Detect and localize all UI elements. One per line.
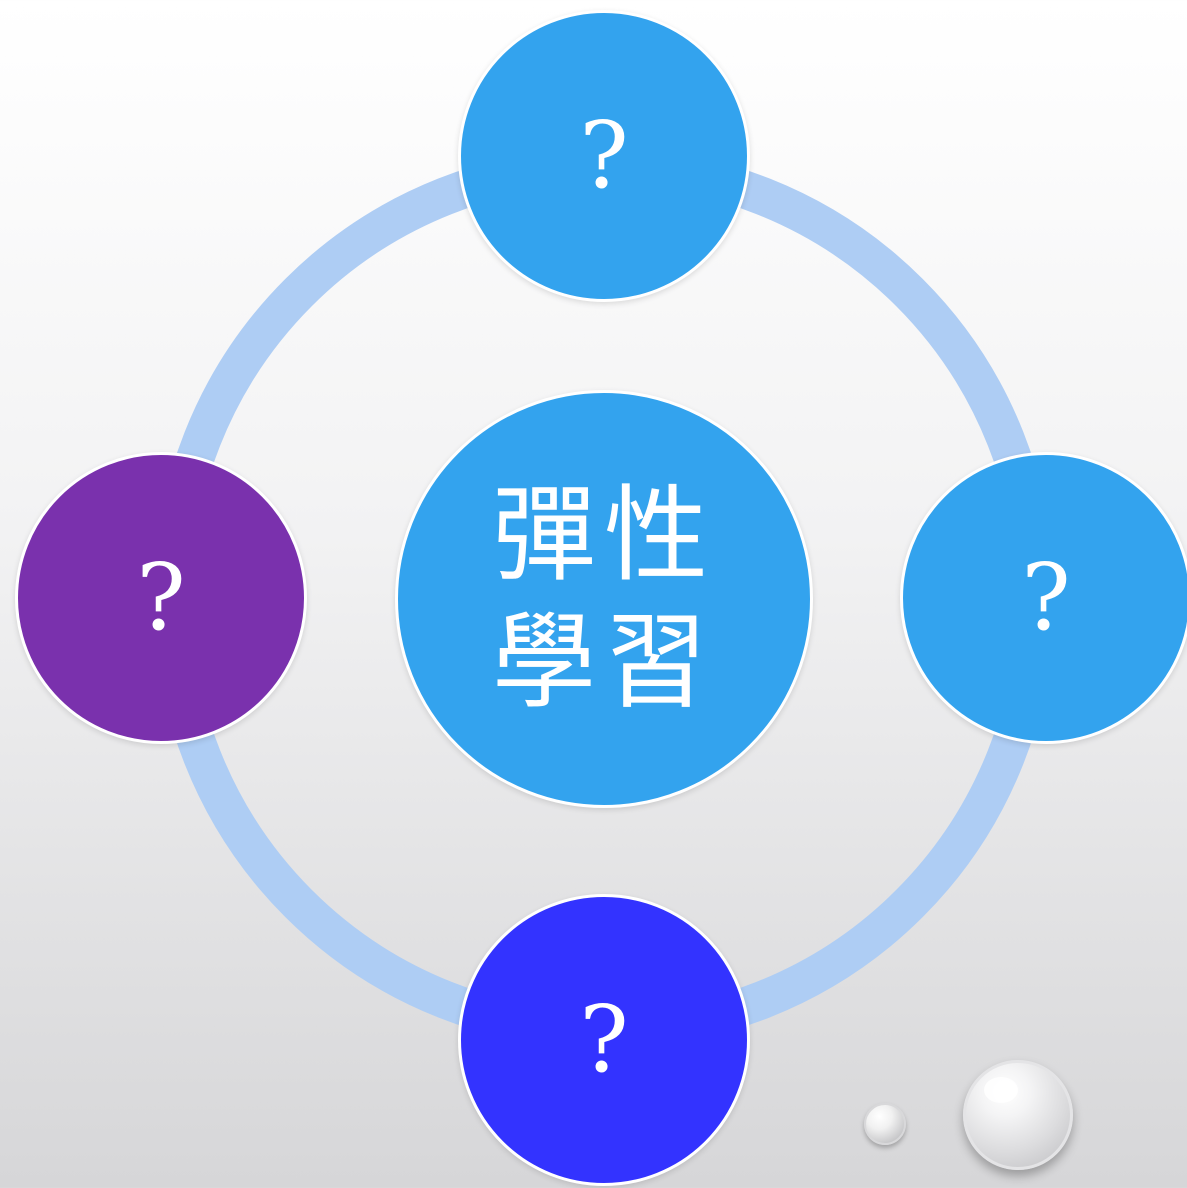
- node-top-label: ?: [579, 102, 629, 209]
- center-node: 彈性 學習: [395, 390, 813, 808]
- node-bottom: ?: [458, 894, 750, 1186]
- center-title-line-1: 彈性: [491, 474, 716, 597]
- center-title-line-2: 學習: [491, 601, 716, 723]
- node-right: ?: [900, 452, 1187, 744]
- node-bottom-label: ?: [579, 986, 629, 1093]
- node-top: ?: [458, 10, 750, 302]
- node-left-label: ?: [136, 544, 186, 651]
- large-bubble-decoration: [963, 1060, 1073, 1170]
- center-title: 彈性 學習: [479, 472, 729, 726]
- node-left: ?: [15, 452, 307, 744]
- small-bubble-decoration: [864, 1103, 906, 1145]
- node-right-label: ?: [1021, 544, 1071, 651]
